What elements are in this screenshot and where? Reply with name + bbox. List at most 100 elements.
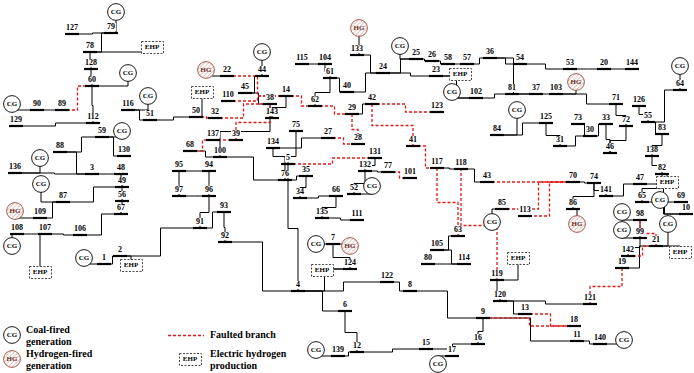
bus-number: 48 xyxy=(116,164,126,172)
node-text: EHP xyxy=(195,89,209,96)
bus-bar xyxy=(380,281,394,283)
node-text: EHP xyxy=(33,269,47,276)
bus-bar xyxy=(358,170,372,172)
bus-number: 11 xyxy=(572,331,582,339)
bus-number: 29 xyxy=(347,104,357,112)
node-text: CG xyxy=(111,9,122,16)
cg-circle xyxy=(76,250,93,267)
bus-bar xyxy=(117,155,131,157)
bus-number: 17 xyxy=(447,346,457,354)
bus-bar xyxy=(172,195,186,197)
bus-number: 135 xyxy=(315,208,329,216)
bus-bar xyxy=(483,57,497,59)
faulted-line xyxy=(525,314,574,326)
bus-bar xyxy=(263,103,277,105)
bus-number: 101 xyxy=(403,168,417,176)
power-line xyxy=(288,164,298,291)
cg-circle xyxy=(616,332,633,349)
bus-number: 5 xyxy=(285,154,291,162)
node-text: HG xyxy=(571,79,582,86)
power-line xyxy=(497,123,546,135)
bus-bar xyxy=(329,195,343,197)
bus-number: 44 xyxy=(257,66,267,74)
bus-bar xyxy=(571,123,585,125)
coal-generator: CG xyxy=(671,57,689,75)
bus-number: 86 xyxy=(568,199,578,207)
cg-circle xyxy=(33,176,50,193)
coal-generator: CG xyxy=(613,203,631,221)
power-line xyxy=(298,282,387,291)
bus-number: 65 xyxy=(637,192,647,200)
power-line xyxy=(520,64,570,69)
bus-bar xyxy=(95,136,109,138)
coal-generator: CG xyxy=(363,177,381,195)
bus-bar xyxy=(73,234,87,236)
faulted-line xyxy=(525,182,573,216)
ehp-outline xyxy=(191,86,213,98)
bus-number: 2 xyxy=(117,246,123,254)
generator-taps xyxy=(12,12,681,364)
bus-number: 117 xyxy=(430,158,444,166)
bus-number: 71 xyxy=(611,94,621,102)
bus-bar xyxy=(425,60,439,62)
bus-bar xyxy=(451,235,465,237)
bus-number: 94 xyxy=(204,161,214,169)
bus-bar xyxy=(350,54,364,56)
bus-number: 12 xyxy=(352,342,362,350)
bus-number: 98 xyxy=(635,210,645,218)
legend-text: Electric hydrogen production xyxy=(210,348,305,371)
bus-bar xyxy=(350,219,364,221)
ehp-outline xyxy=(311,264,333,276)
node-text: CG xyxy=(7,101,18,108)
bus-bar xyxy=(115,186,129,188)
cg-circle xyxy=(32,150,49,167)
node-text: CG xyxy=(35,155,46,162)
bus-number: 51 xyxy=(145,110,155,118)
bus-number: 92 xyxy=(220,232,230,240)
bus-bar xyxy=(229,139,243,141)
bus-bar xyxy=(9,125,23,127)
node-text: HG xyxy=(10,208,21,215)
ehp-outline xyxy=(120,259,142,271)
bus-number: 57 xyxy=(462,54,472,62)
bus-number: 123 xyxy=(430,102,444,110)
power-line xyxy=(60,137,102,152)
bus-bar xyxy=(208,117,222,119)
bus-bar xyxy=(345,113,359,115)
bus-bar xyxy=(632,105,646,107)
bus-number: 26 xyxy=(427,51,437,59)
bus-number: 10 xyxy=(681,204,691,212)
bus-number: 60 xyxy=(87,76,97,84)
bus-bar xyxy=(403,177,417,179)
hydrogen-production-box: EHP xyxy=(669,246,692,259)
bus-number: 52 xyxy=(349,184,359,192)
bus-number: 58 xyxy=(443,54,453,62)
bus-number: 46 xyxy=(605,143,615,151)
node-text: EHP xyxy=(453,71,467,78)
bus-bar xyxy=(220,75,234,77)
bus-number: 119 xyxy=(490,270,504,278)
bus-number: 55 xyxy=(643,112,653,120)
bus-number: 96 xyxy=(204,186,214,194)
bus-bar xyxy=(350,351,364,353)
ehp-outline xyxy=(656,176,678,188)
power-line xyxy=(220,157,285,180)
bus-number: 144 xyxy=(625,59,639,67)
faulted-line xyxy=(228,96,286,101)
bus-number: 89 xyxy=(57,100,67,108)
bus-bar xyxy=(114,173,128,175)
bus-number: 110 xyxy=(221,91,235,99)
bus-bar xyxy=(8,172,22,174)
bus-number: 16 xyxy=(473,334,483,342)
coal-generator: CG xyxy=(307,235,325,253)
bus-number: 42 xyxy=(367,94,377,102)
bus-bar xyxy=(549,93,563,95)
bus-number: 118 xyxy=(454,159,468,167)
bus-bar xyxy=(113,255,127,257)
cg-circle xyxy=(430,356,447,373)
cg-circle xyxy=(140,88,157,105)
bus-number: 79 xyxy=(106,23,116,31)
power-line xyxy=(357,349,426,352)
coal-generator: CG xyxy=(32,175,50,193)
bus-number: 127 xyxy=(65,24,79,32)
